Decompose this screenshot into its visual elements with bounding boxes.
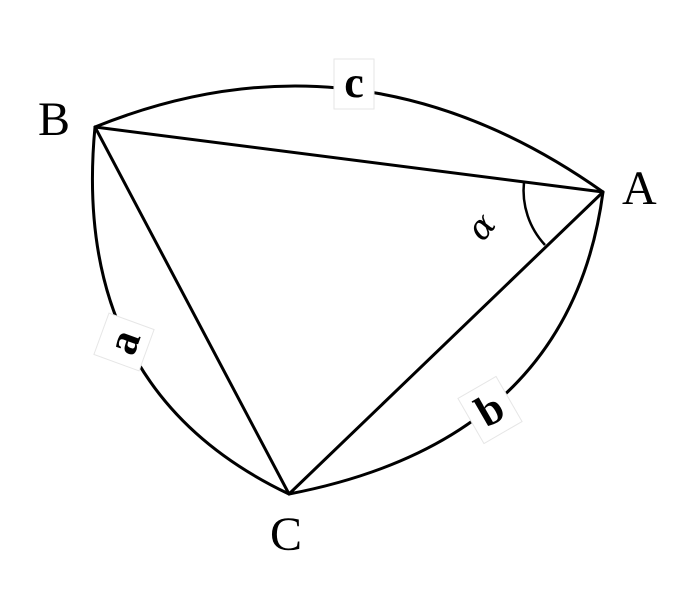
- arc-side-b: [287, 190, 605, 496]
- side-label-c-group: c: [333, 58, 375, 110]
- side-label-c: c: [344, 58, 364, 107]
- vertex-label-C: C: [270, 508, 302, 561]
- angle-alpha-arc: [522, 181, 546, 246]
- chord-AB: [93, 125, 605, 194]
- side-label-a-box: [93, 312, 155, 372]
- chord-BC: [93, 125, 291, 496]
- vertex-label-A: A: [622, 162, 657, 215]
- angle-label-alpha: α: [459, 205, 504, 248]
- side-label-a-group: a: [93, 312, 155, 372]
- vertex-label-B: B: [38, 93, 70, 146]
- chord-AC: [287, 190, 605, 496]
- side-label-b-group: b: [457, 375, 523, 445]
- side-label-b-box: [457, 375, 523, 445]
- side-label-c-box: [333, 58, 375, 110]
